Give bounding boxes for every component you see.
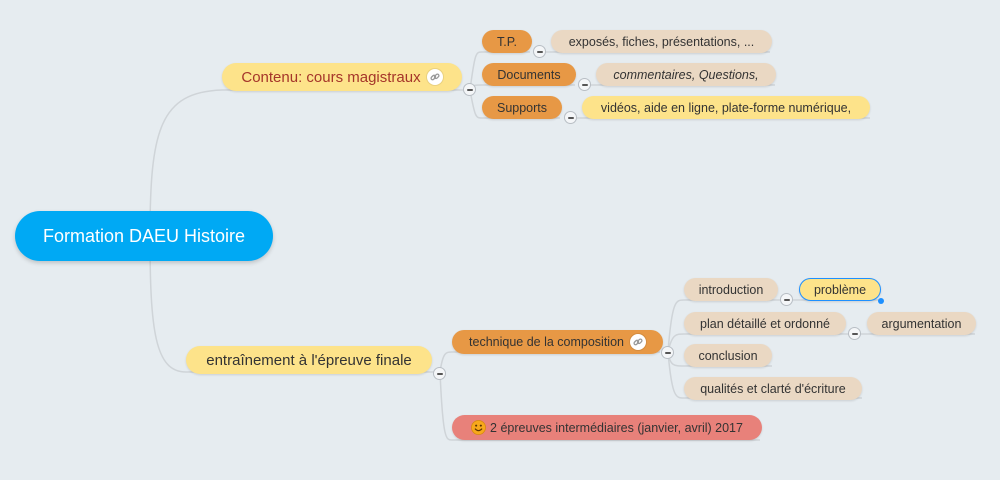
branch-contenu[interactable]: Contenu: cours magistraux <box>222 63 462 91</box>
node-argumentation[interactable]: argumentation <box>867 312 976 335</box>
node-introduction[interactable]: introduction <box>684 278 778 301</box>
node-label: introduction <box>698 282 764 297</box>
node-label: argumentation <box>881 316 962 331</box>
link-icon[interactable] <box>426 69 443 85</box>
node-label: 2 épreuves intermédiaires (janvier, avri… <box>490 420 743 435</box>
node-commentaires[interactable]: commentaires, Questions, <box>596 63 776 86</box>
collapse-toggle[interactable] <box>564 111 577 124</box>
branch-label: entraînement à l'épreuve finale <box>206 351 412 369</box>
resize-handle[interactable] <box>878 298 884 304</box>
collapse-toggle[interactable] <box>533 45 546 58</box>
node-label: technique de la composition <box>469 335 624 349</box>
node-label: qualités et clarté d'écriture <box>700 381 846 396</box>
node-epreuves[interactable]: 2 épreuves intermédiaires (janvier, avri… <box>452 415 762 440</box>
node-label: T.P. <box>497 34 517 49</box>
node-videos[interactable]: vidéos, aide en ligne, plate-forme numér… <box>582 96 870 119</box>
node-label: exposés, fiches, présentations, ... <box>568 34 755 49</box>
node-label: plan détaillé et ordonné <box>700 316 830 331</box>
node-technique[interactable]: technique de la composition <box>452 330 663 354</box>
node-label: vidéos, aide en ligne, plate-forme numér… <box>600 100 852 115</box>
root-node[interactable]: Formation DAEU Histoire <box>15 211 273 261</box>
node-documents[interactable]: Documents <box>482 63 576 86</box>
root-label: Formation DAEU Histoire <box>42 225 246 246</box>
node-label: commentaires, Questions, <box>613 67 759 82</box>
node-conclusion[interactable]: conclusion <box>684 344 772 367</box>
smiley-icon <box>471 420 486 435</box>
node-label: problème <box>813 282 867 297</box>
collapse-toggle[interactable] <box>661 346 674 359</box>
collapse-toggle[interactable] <box>578 78 591 91</box>
node-qualites[interactable]: qualités et clarté d'écriture <box>684 377 862 400</box>
branch-label: Contenu: cours magistraux <box>241 68 421 86</box>
branch-entrainement[interactable]: entraînement à l'épreuve finale <box>186 346 432 374</box>
node-tp[interactable]: T.P. <box>482 30 532 53</box>
collapse-toggle[interactable] <box>848 327 861 340</box>
node-label: Supports <box>496 100 548 115</box>
node-label: Documents <box>497 67 561 82</box>
collapse-toggle[interactable] <box>780 293 793 306</box>
node-probleme[interactable]: problème <box>799 278 881 301</box>
node-supports[interactable]: Supports <box>482 96 562 119</box>
collapse-toggle[interactable] <box>433 367 446 380</box>
link-icon[interactable] <box>629 334 646 350</box>
collapse-toggle[interactable] <box>463 83 476 96</box>
node-plan[interactable]: plan détaillé et ordonné <box>684 312 846 335</box>
node-exposes[interactable]: exposés, fiches, présentations, ... <box>551 30 772 53</box>
node-label: conclusion <box>698 348 758 363</box>
